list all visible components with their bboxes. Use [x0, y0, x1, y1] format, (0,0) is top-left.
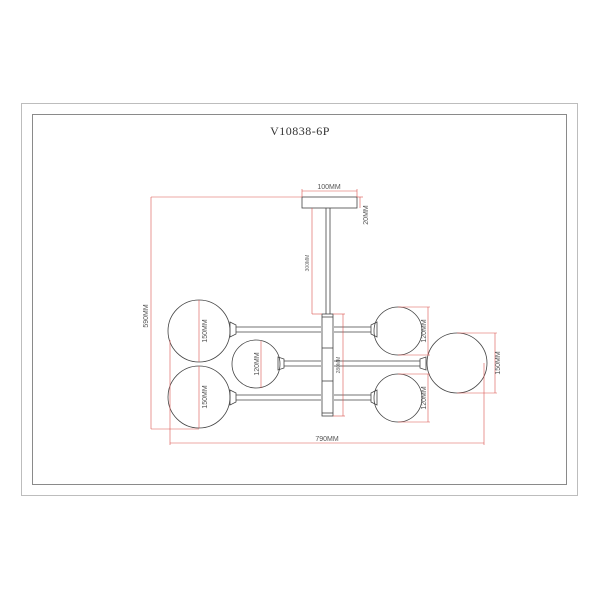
globe-right-top [373, 306, 423, 356]
canopy [301, 196, 358, 209]
dimension-lines [150, 189, 497, 445]
outer-frame [21, 103, 578, 496]
dim-globe-right-top: 120MM [421, 319, 428, 343]
dim-canopy-height: 20MM [363, 205, 370, 225]
central-body [321, 313, 334, 417]
dim-globe-left-middle: 120MM [254, 352, 261, 376]
dim-globe-right-bottom: 120MM [421, 386, 428, 410]
dim-globe-left-bottom: 150MM [202, 385, 209, 409]
dim-body-height: 280MM [336, 357, 342, 374]
dim-stem-length: 300MM [305, 255, 311, 272]
globe-left-middle [231, 339, 281, 389]
dim-total-height: 590MM [143, 304, 150, 328]
dim-globe-left-top: 150MM [202, 319, 209, 343]
dim-canopy-width: 100MM [317, 184, 341, 191]
fixture-outline [167, 196, 488, 429]
model-title: V10838-6P [270, 124, 330, 138]
dim-total-width: 790MM [315, 436, 339, 443]
globe-right-middle [426, 332, 488, 394]
dim-globe-right-middle: 150MM [495, 351, 502, 375]
inner-frame [32, 114, 567, 485]
globe-right-bottom [373, 373, 423, 423]
